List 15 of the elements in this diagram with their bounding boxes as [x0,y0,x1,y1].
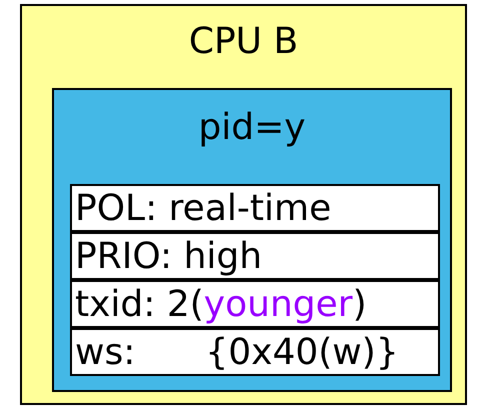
field-text: POL: real-time [75,189,332,229]
field-text: ws: [75,333,136,373]
field-text: younger [204,285,353,325]
field-row [70,280,440,328]
field-text: {0x40(w)} [205,333,399,373]
heading-text: CPU B [188,24,300,60]
field-text: PRIO: high [75,237,262,277]
process-box [52,88,452,392]
field-text: txid: 2( [75,285,204,325]
field-text: ) [352,285,367,325]
heading-text: pid=y [197,110,307,146]
cpu-container [20,4,467,405]
field-row [70,328,440,376]
field-row [70,184,440,232]
field-row [70,232,440,280]
